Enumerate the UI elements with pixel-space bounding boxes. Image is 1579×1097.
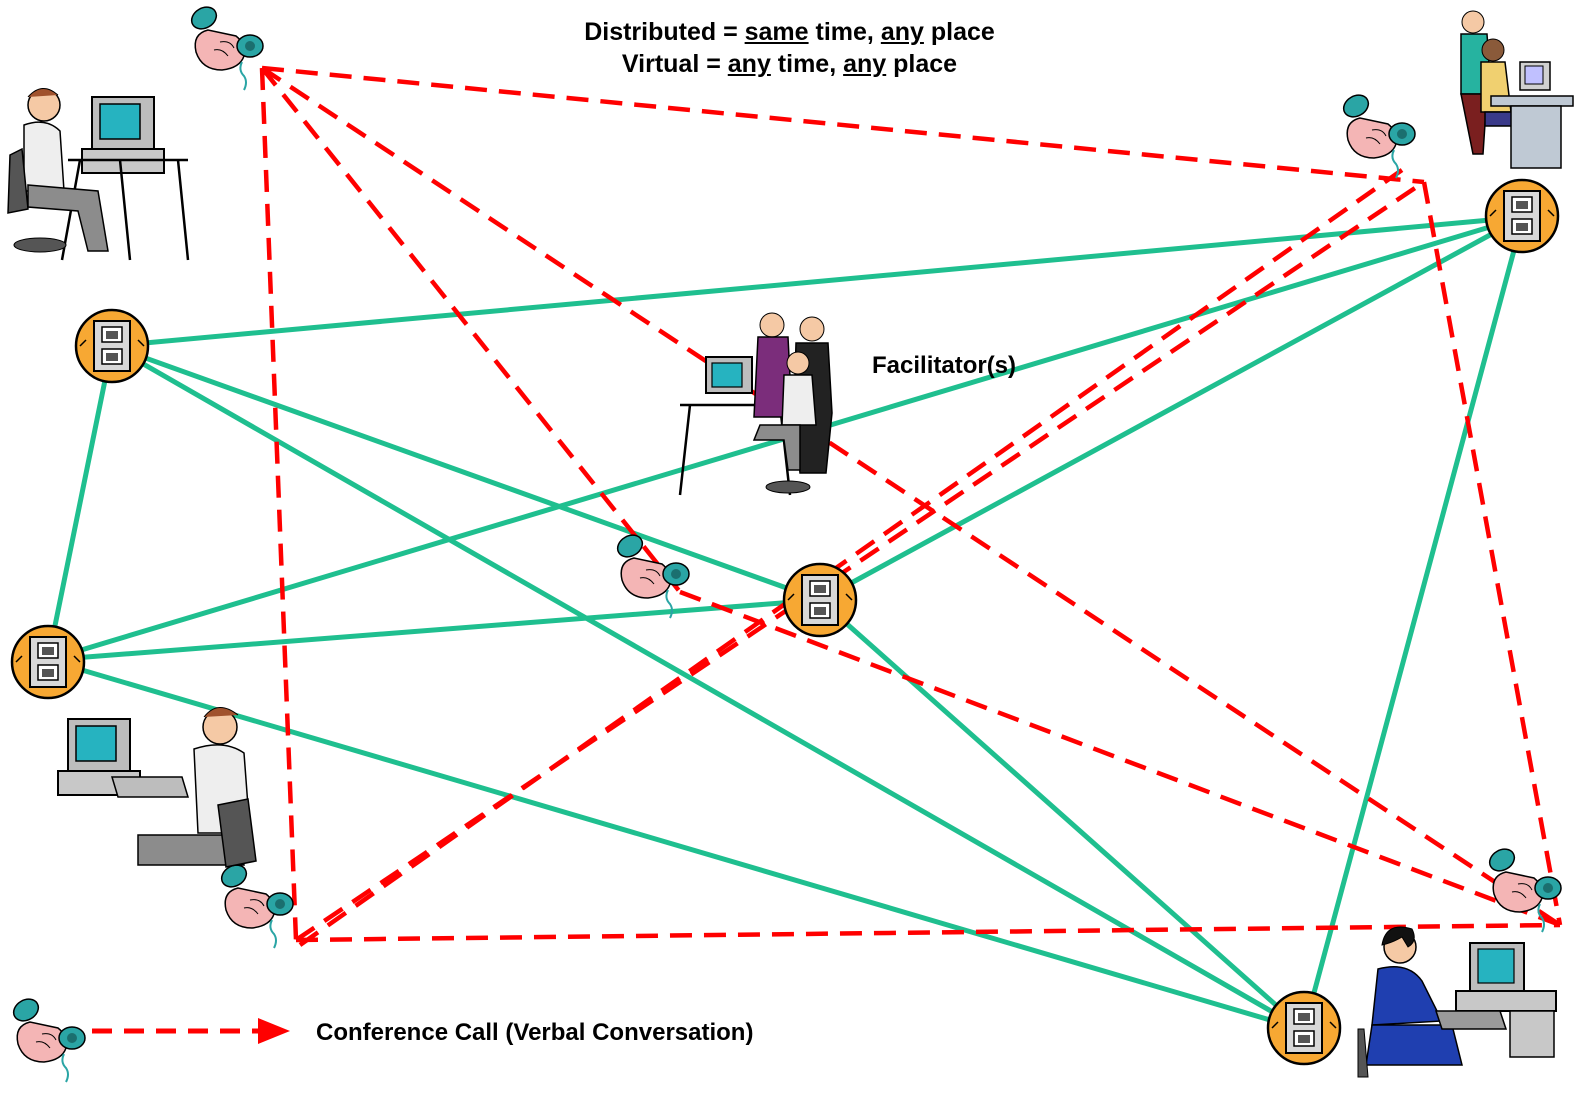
- call-link: [295, 922, 1561, 943]
- call-link: [679, 589, 1561, 928]
- user-at-computer-icon: [1357, 926, 1557, 1078]
- network-link: [45, 343, 115, 663]
- header-emphasis: any: [727, 50, 771, 78]
- call-link: [259, 67, 299, 941]
- legend: [8, 993, 290, 1083]
- header-emphasis: any: [843, 50, 887, 78]
- header-line-distributed: Distributed = same time, any place: [0, 18, 1579, 47]
- network-link: [109, 343, 1307, 1033]
- network-link: [45, 597, 823, 663]
- facilitator-label: Facilitator(s): [872, 352, 1017, 379]
- facilitators-at-computer-icon: [678, 312, 833, 496]
- network-outlet-icon: [782, 562, 858, 638]
- users-at-workstation-icon: [1460, 10, 1574, 169]
- legend-arrowhead: [258, 1018, 290, 1044]
- call-link: [261, 65, 1425, 185]
- header-text: Distributed =: [584, 18, 745, 46]
- network-link: [109, 343, 823, 603]
- telephone-handset-icon: [612, 529, 690, 619]
- network-link: [45, 657, 1307, 1033]
- conference-call-links: [259, 65, 1563, 947]
- user-at-computer-icon: [7, 88, 190, 261]
- telephone-handset-icon: [8, 993, 86, 1083]
- network-link: [817, 597, 1307, 1033]
- header-emphasis: same: [744, 18, 809, 46]
- legend-label: Conference Call (Verbal Conversation): [316, 1019, 754, 1046]
- header-text: place: [923, 18, 995, 46]
- telephone-handset-icon: [216, 859, 294, 949]
- call-link: [260, 66, 1562, 927]
- call-link: [294, 180, 1426, 942]
- network-link: [109, 214, 1526, 349]
- call-link: [260, 66, 682, 594]
- header-line-virtual: Virtual = any time, any place: [0, 50, 1579, 79]
- header-text: time,: [808, 18, 881, 46]
- network-link: [817, 214, 1526, 603]
- network-link: [1301, 214, 1526, 1033]
- call-link: [1421, 181, 1563, 926]
- header-text: Virtual =: [621, 50, 728, 78]
- user-at-computer-icon: [57, 707, 257, 868]
- header-emphasis: any: [880, 18, 924, 46]
- call-link: [298, 168, 1404, 947]
- telephone-handset-icon: [1338, 89, 1416, 179]
- header-text: place: [886, 50, 958, 78]
- network-outlet-icon: [1484, 178, 1560, 254]
- header-text: time,: [770, 50, 844, 78]
- network-outlet-icon: [1266, 990, 1342, 1066]
- network-outlet-icon: [10, 624, 86, 700]
- network-outlet-icon: [74, 308, 150, 384]
